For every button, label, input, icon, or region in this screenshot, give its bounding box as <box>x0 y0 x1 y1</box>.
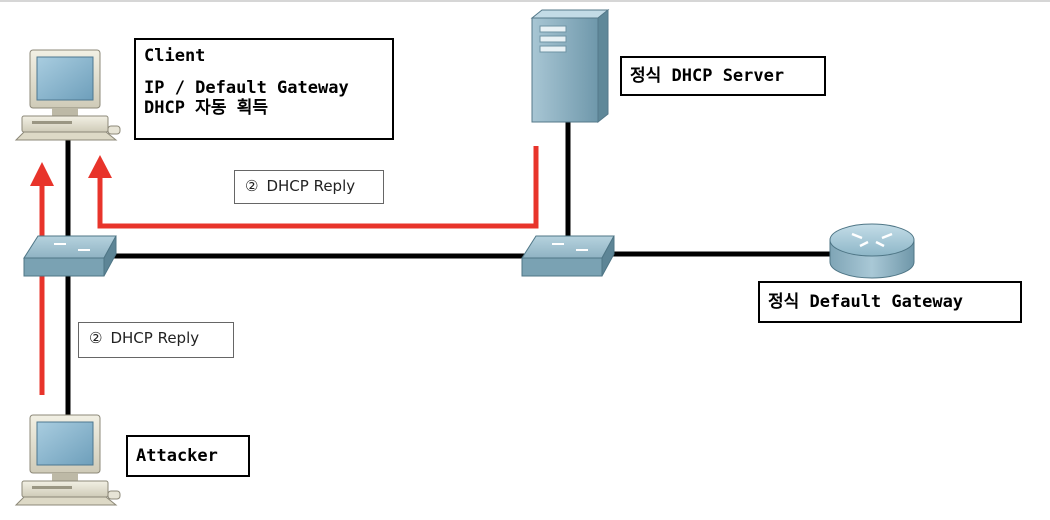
dhcp-reply-label-upper: ② DHCP Reply <box>234 170 384 204</box>
dhcp-server-icon <box>530 8 610 124</box>
attacker-label: Attacker <box>126 435 250 477</box>
attacker-label-text: Attacker <box>136 446 218 466</box>
default-gateway-label-text: 정식 Default Gateway <box>768 292 964 312</box>
default-gateway-label: 정식 Default Gateway <box>758 281 1022 323</box>
dhcp-reply-text: DHCP Reply <box>110 329 200 347</box>
client-dhcp-line: DHCP 자동 획득 <box>144 98 268 118</box>
client-computer-icon <box>14 49 121 141</box>
client-label: Client IP / Default Gateway DHCP 자동 획득 <box>134 38 394 140</box>
dhcp-reply-label-lower: ② DHCP Reply <box>78 322 234 358</box>
client-ip-gateway-line: IP / Default Gateway <box>144 78 349 98</box>
left-switch-icon <box>23 235 117 277</box>
attacker-computer-icon <box>14 414 121 506</box>
cable-links <box>65 120 838 418</box>
step-number: ② <box>89 329 103 347</box>
top-border <box>0 0 1050 2</box>
dhcp-reply-text: DHCP Reply <box>266 177 356 195</box>
arrowhead-attacker-reply <box>30 162 54 186</box>
dhcp-server-label: 정식 DHCP Server <box>620 56 826 96</box>
attack-arrows <box>39 146 539 395</box>
reply-path-from-server <box>97 146 539 229</box>
right-switch-icon <box>521 235 615 277</box>
step-number: ② <box>245 177 259 195</box>
client-title: Client <box>144 46 206 66</box>
dhcp-server-label-text: 정식 DHCP Server <box>630 66 785 86</box>
gateway-router-icon <box>829 223 915 279</box>
arrowhead-server-reply <box>88 155 112 178</box>
